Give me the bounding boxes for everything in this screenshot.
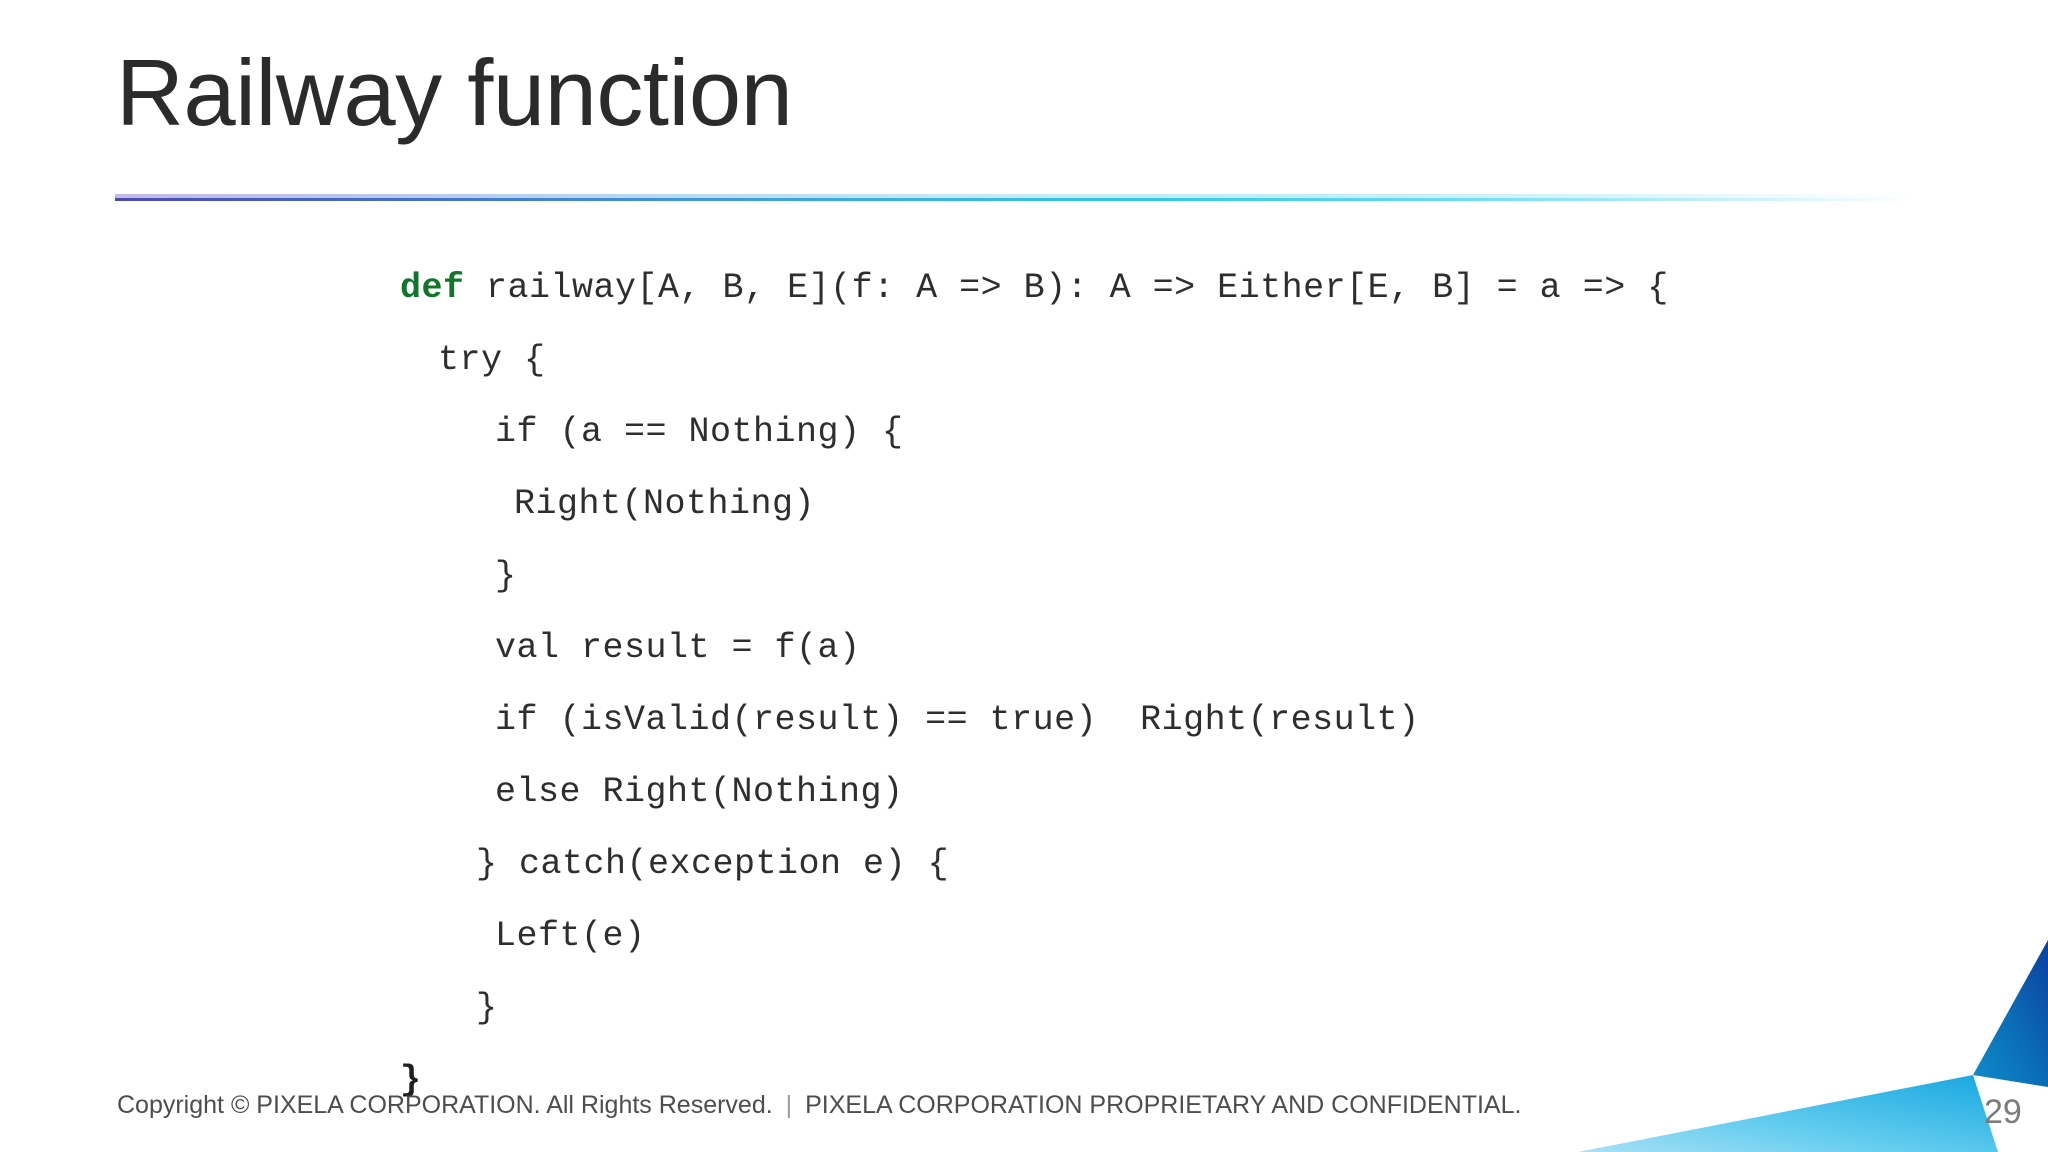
code-text: else Right(Nothing): [495, 772, 904, 812]
footer-legal: Copyright © PIXELA CORPORATION. All Righ…: [117, 1089, 1521, 1121]
code-line: }: [0, 972, 2048, 1044]
code-line: Left(e): [0, 900, 2048, 972]
page-title: Railway function: [116, 40, 793, 145]
code-line: Right(Nothing): [0, 468, 2048, 540]
footer-separator: |: [785, 1091, 793, 1119]
code-text: railway[A, B, E](f: A => B): A => Either…: [464, 268, 1669, 308]
divider-highlight: [115, 194, 1915, 198]
divider-gradient: [115, 198, 1915, 201]
code-text: if (a == Nothing) {: [495, 412, 904, 452]
code-text: }: [476, 988, 498, 1028]
page-number: 29: [1984, 1093, 2022, 1131]
code-block: def railway[A, B, E](f: A => B): A => Ei…: [0, 252, 2048, 1116]
code-text: Left(e): [495, 916, 646, 956]
code-text: if (isValid(result) == true) Right(resul…: [495, 700, 1420, 740]
code-line: else Right(Nothing): [0, 756, 2048, 828]
code-keyword: def: [400, 268, 465, 308]
code-line: if (isValid(result) == true) Right(resul…: [0, 684, 2048, 756]
code-line: val result = f(a): [0, 612, 2048, 684]
code-text: }: [400, 1060, 422, 1100]
code-text: } catch(exception e) {: [476, 844, 950, 884]
code-line: def railway[A, B, E](f: A => B): A => Ei…: [0, 252, 2048, 324]
code-text: try {: [438, 340, 546, 380]
code-line: } catch(exception e) {: [0, 828, 2048, 900]
title-divider: [115, 194, 1915, 201]
code-text: Right(Nothing): [514, 484, 816, 524]
code-line: }: [0, 1044, 2048, 1116]
code-line: }: [0, 540, 2048, 612]
footer-confidential: PIXELA CORPORATION PROPRIETARY AND CONFI…: [805, 1091, 1522, 1119]
code-text: val result = f(a): [495, 628, 861, 668]
code-text: }: [495, 556, 517, 596]
code-line: try {: [0, 324, 2048, 396]
footer-copyright: Copyright © PIXELA CORPORATION. All Righ…: [117, 1091, 773, 1119]
code-line: if (a == Nothing) {: [0, 396, 2048, 468]
